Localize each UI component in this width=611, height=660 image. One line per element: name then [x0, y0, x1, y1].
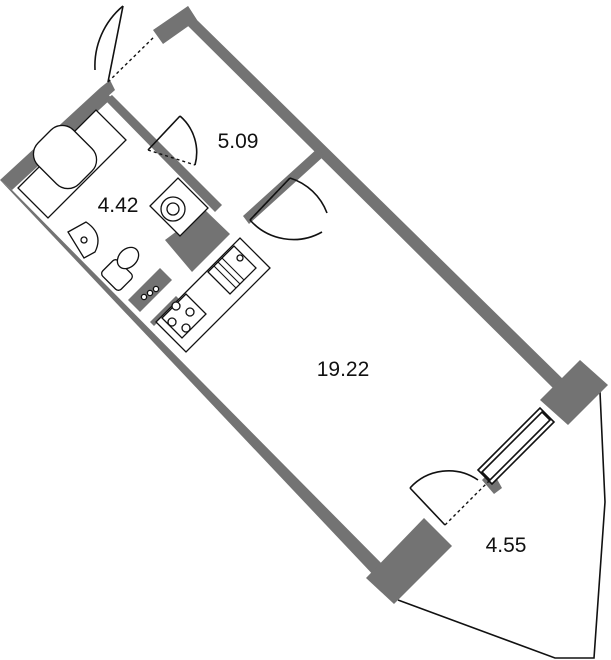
cooktop-icon — [161, 293, 207, 339]
balcony-area-label: 4.55 — [486, 534, 527, 557]
hallway-area-label: 5.09 — [218, 130, 259, 153]
bathroom-area-label: 4.42 — [98, 194, 139, 217]
balcony-outline — [397, 391, 606, 659]
walls — [0, 6, 608, 604]
kitchen-sink-icon — [207, 245, 257, 295]
living-room-area-label: 19.22 — [317, 358, 370, 381]
toilet-icon — [101, 246, 140, 291]
bathtub-icon — [17, 109, 127, 219]
ventilation-icon — [140, 285, 160, 301]
window-icon — [476, 406, 556, 486]
sink-icon — [67, 221, 99, 259]
washing-machine-icon — [149, 177, 209, 237]
kitchen-counter — [155, 237, 271, 353]
door-swing-icon — [409, 470, 493, 526]
door-swing-icon — [249, 177, 328, 241]
door-swing-icon — [147, 115, 198, 166]
door-swing-icon — [94, 5, 156, 83]
